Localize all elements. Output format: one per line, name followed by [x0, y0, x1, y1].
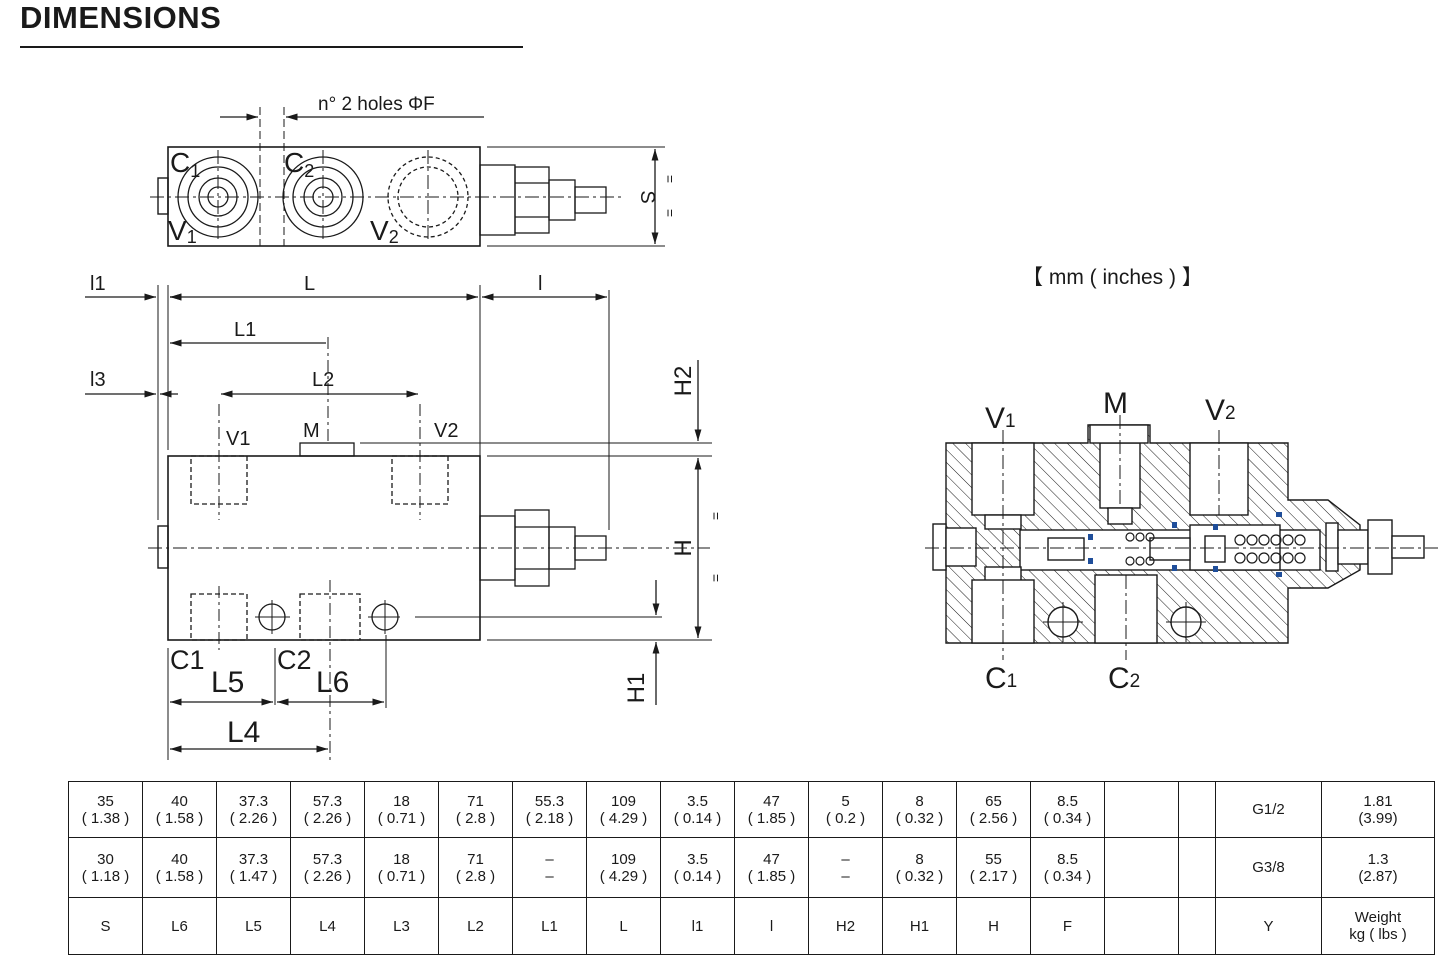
table-header-cell: L4 — [290, 897, 365, 955]
dim-label-H: H — [670, 539, 697, 556]
table-cell: 8.5 ( 0.34 ) — [1030, 781, 1105, 838]
section-port-v1: V1 — [985, 402, 1016, 435]
table-cell: 37.3 ( 1.47 ) — [216, 837, 291, 898]
front-eq-mark-lower: = — [708, 574, 724, 582]
dim-label-L: L — [304, 273, 315, 295]
table-cell: 1.3 (2.87) — [1321, 837, 1435, 898]
table-header-cell: L1 — [512, 897, 587, 955]
top-view — [150, 107, 665, 247]
top-port-v2: V2 — [370, 215, 399, 247]
dim-label-H2: H2 — [670, 366, 697, 397]
table-cell: 71 ( 2.8 ) — [438, 837, 513, 898]
title-divider — [20, 46, 523, 48]
top-port-c1: C1 — [170, 147, 200, 181]
table-cell: 8.5 ( 0.34 ) — [1030, 837, 1105, 898]
table-cell — [1104, 781, 1179, 838]
table-cell: 57.3 ( 2.26 ) — [290, 781, 365, 838]
dim-label-l3: l3 — [90, 369, 106, 391]
table-cell: 8 ( 0.32 ) — [882, 781, 957, 838]
table-cell: 37.3 ( 2.26 ) — [216, 781, 291, 838]
table-cell: 5 ( 0.2 ) — [808, 781, 883, 838]
table-cell — [1104, 837, 1179, 898]
section-port-c2: C2 — [1108, 662, 1140, 695]
front-port-c2: C2 — [277, 645, 312, 675]
dim-label-H1: H1 — [623, 673, 650, 704]
table-header-cell: L5 — [216, 897, 291, 955]
table-header-cell: L6 — [142, 897, 217, 955]
front-port-v2: V2 — [434, 420, 458, 442]
table-cell: 109 ( 4.29 ) — [586, 781, 661, 838]
table-header-cell: L2 — [438, 897, 513, 955]
table-header-cell: Y — [1215, 897, 1322, 955]
table-header-cell: H — [956, 897, 1031, 955]
front-view — [85, 285, 712, 760]
table-header-cell: l — [734, 897, 809, 955]
table-header-cell: l1 — [660, 897, 735, 955]
section-port-v2: V2 — [1205, 394, 1236, 427]
front-port-m: M — [303, 420, 320, 442]
table-header-cell — [1178, 897, 1216, 955]
table-cell: 18 ( 0.71 ) — [364, 781, 439, 838]
table-cell: 47 ( 1.85 ) — [734, 837, 809, 898]
table-cell — [1178, 781, 1216, 838]
dim-label-L2: L2 — [312, 369, 334, 391]
table-header-cell — [1104, 897, 1179, 955]
table-cell: 30 ( 1.18 ) — [68, 837, 143, 898]
table-cell: 65 ( 2.56 ) — [956, 781, 1031, 838]
table-cell: 8 ( 0.32 ) — [882, 837, 957, 898]
dim-label-L5: L5 — [211, 666, 244, 699]
table-cell: – – — [808, 837, 883, 898]
table-cell: 1.81 (3.99) — [1321, 781, 1435, 838]
section-port-c1: C1 — [985, 662, 1017, 695]
table-header-cell: Weight kg ( lbs ) — [1321, 897, 1435, 955]
section-port-m: M — [1103, 387, 1128, 420]
table-row: 30 ( 1.18 ) 40 ( 1.58 ) 37.3 ( 1.47 ) 57… — [68, 837, 1435, 898]
table-header-cell: H1 — [882, 897, 957, 955]
units-note: 【 mm ( inches ) 】 — [1022, 266, 1203, 289]
table-cell: 109 ( 4.29 ) — [586, 837, 661, 898]
table-cell: 71 ( 2.8 ) — [438, 781, 513, 838]
table-header-cell: S — [68, 897, 143, 955]
dim-label-L1: L1 — [234, 319, 256, 341]
dim-label-l1: l1 — [90, 273, 106, 295]
table-header-row: S L6 L5 L4 L3 L2 L1 L l1 l H2 H1 H F Y W… — [68, 897, 1435, 955]
table-cell: G3/8 — [1215, 837, 1322, 898]
dim-label-L6: L6 — [316, 666, 349, 699]
top-port-v1: V1 — [168, 215, 197, 247]
front-port-v1: V1 — [226, 428, 250, 450]
table-cell: 40 ( 1.58 ) — [142, 781, 217, 838]
table-cell: 3.5 ( 0.14 ) — [660, 781, 735, 838]
table-header-cell: L — [586, 897, 661, 955]
dim-label-L4: L4 — [227, 716, 260, 749]
table-cell: 57.3 ( 2.26 ) — [290, 837, 365, 898]
dimension-drawing: n° 2 holes ΦF S = = C1 C2 V1 V2 — [85, 94, 1438, 760]
table-cell: G1/2 — [1215, 781, 1322, 838]
table-cell: – – — [512, 837, 587, 898]
page-title: DIMENSIONS — [20, 0, 222, 35]
table-cell: 47 ( 1.85 ) — [734, 781, 809, 838]
table-cell: 18 ( 0.71 ) — [364, 837, 439, 898]
table-cell: 55 ( 2.17 ) — [956, 837, 1031, 898]
table-cell: 3.5 ( 0.14 ) — [660, 837, 735, 898]
top-eq-mark-lower: = — [662, 209, 678, 217]
holes-note: n° 2 holes ΦF — [318, 94, 435, 115]
table-cell: 35 ( 1.38 ) — [68, 781, 143, 838]
top-eq-mark-upper: = — [662, 175, 678, 183]
table-header-cell: L3 — [364, 897, 439, 955]
table-row: 35 ( 1.38 ) 40 ( 1.58 ) 37.3 ( 2.26 ) 57… — [68, 781, 1435, 838]
dim-label-l: l — [538, 273, 542, 295]
table-cell: 55.3 ( 2.18 ) — [512, 781, 587, 838]
table-cell — [1178, 837, 1216, 898]
s-dimension-label: S — [636, 190, 658, 203]
section-view — [925, 415, 1438, 660]
front-eq-mark-upper: = — [708, 512, 724, 520]
table-cell: 40 ( 1.58 ) — [142, 837, 217, 898]
top-port-c2: C2 — [284, 147, 314, 181]
dimensions-table: 35 ( 1.38 ) 40 ( 1.58 ) 37.3 ( 2.26 ) 57… — [68, 781, 1435, 955]
front-port-c1: C1 — [170, 645, 205, 675]
table-header-cell: F — [1030, 897, 1105, 955]
table-header-cell: H2 — [808, 897, 883, 955]
